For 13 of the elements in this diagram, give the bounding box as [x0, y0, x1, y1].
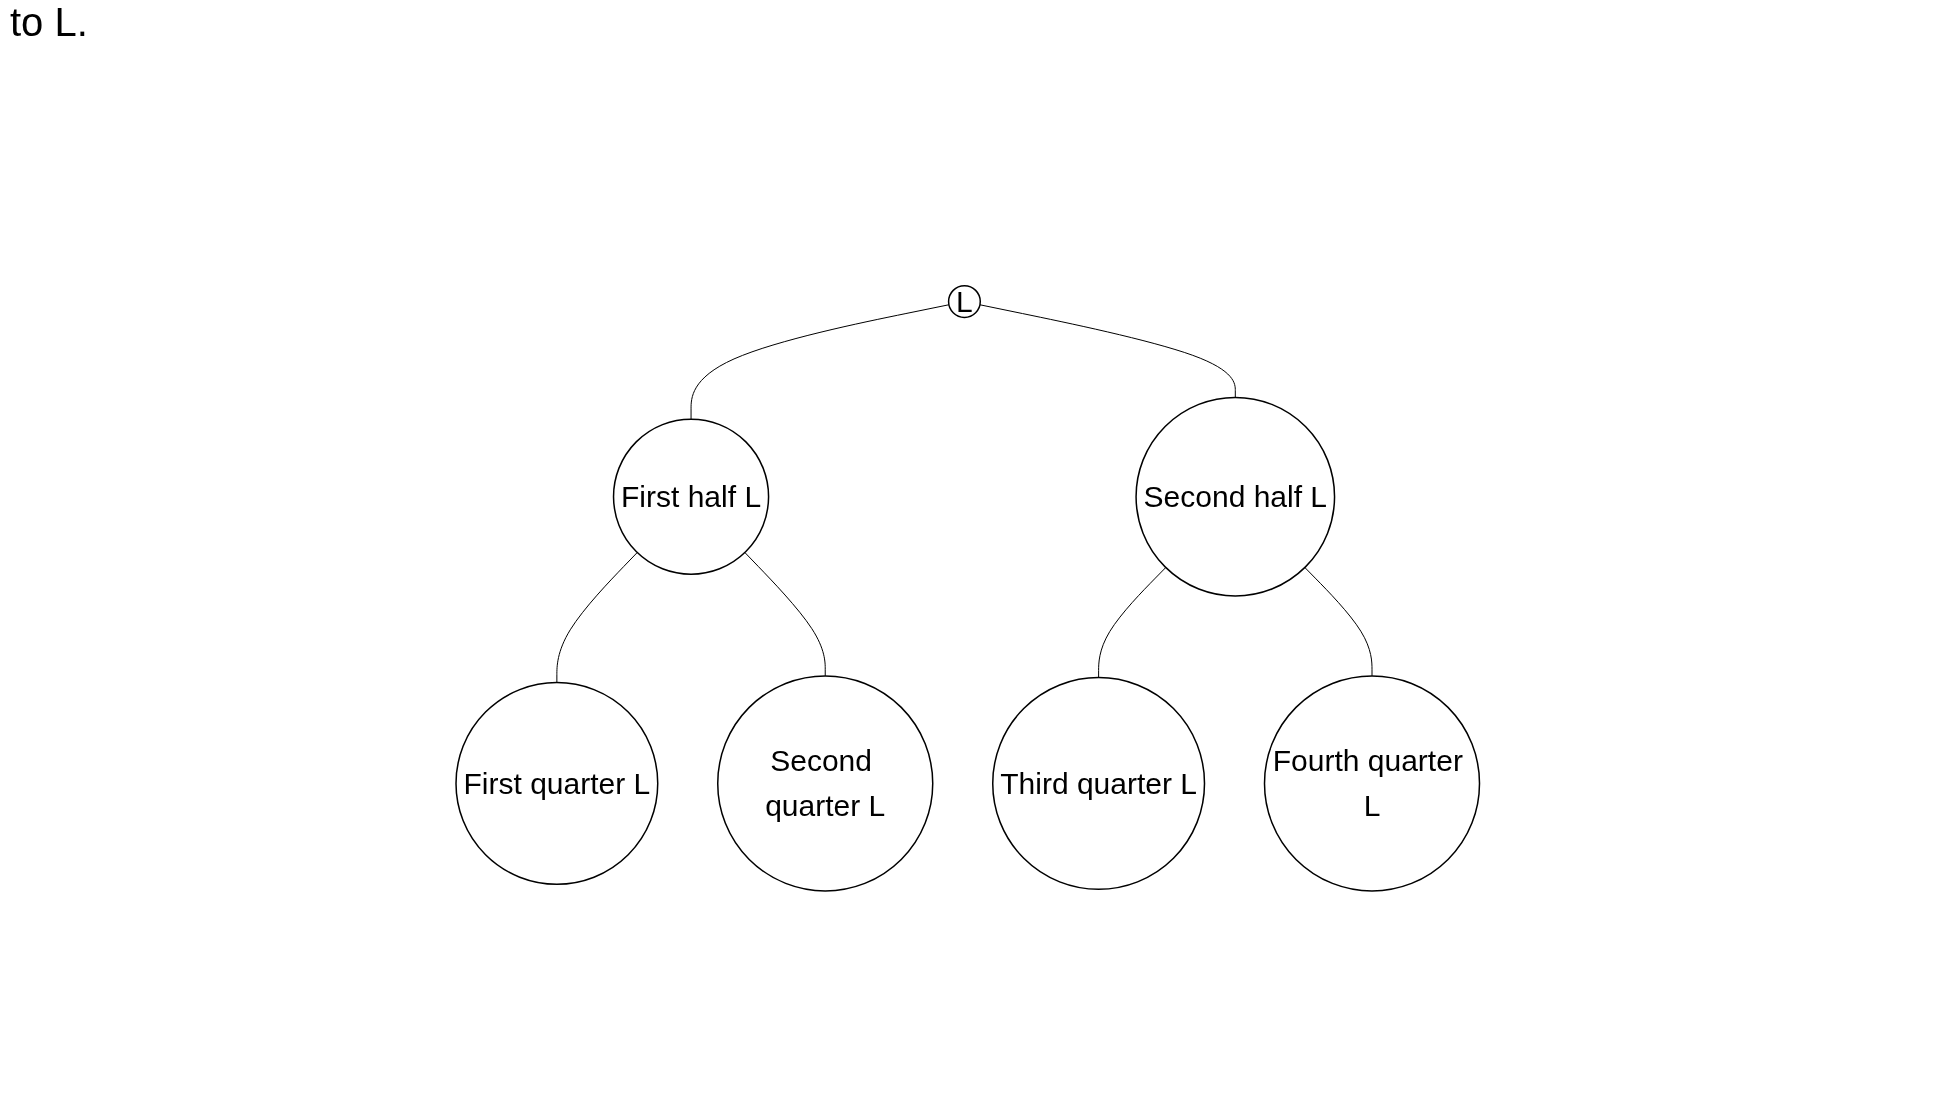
connector	[556, 552, 638, 684]
node-circle: First quarter L	[455, 681, 659, 886]
node-circle: L	[948, 285, 982, 319]
node-circle: Second half L	[1135, 396, 1336, 597]
connector	[1304, 567, 1373, 677]
node-circle: Third quarter L	[992, 676, 1206, 891]
connector	[744, 552, 826, 677]
node-circle: Second quarter L	[717, 675, 934, 892]
node-circle: First half L	[613, 418, 770, 575]
node-circle: Fourth quarter L	[1264, 675, 1481, 892]
note-text: to L.	[10, 0, 88, 45]
connector	[1098, 567, 1167, 679]
connector	[690, 304, 950, 420]
